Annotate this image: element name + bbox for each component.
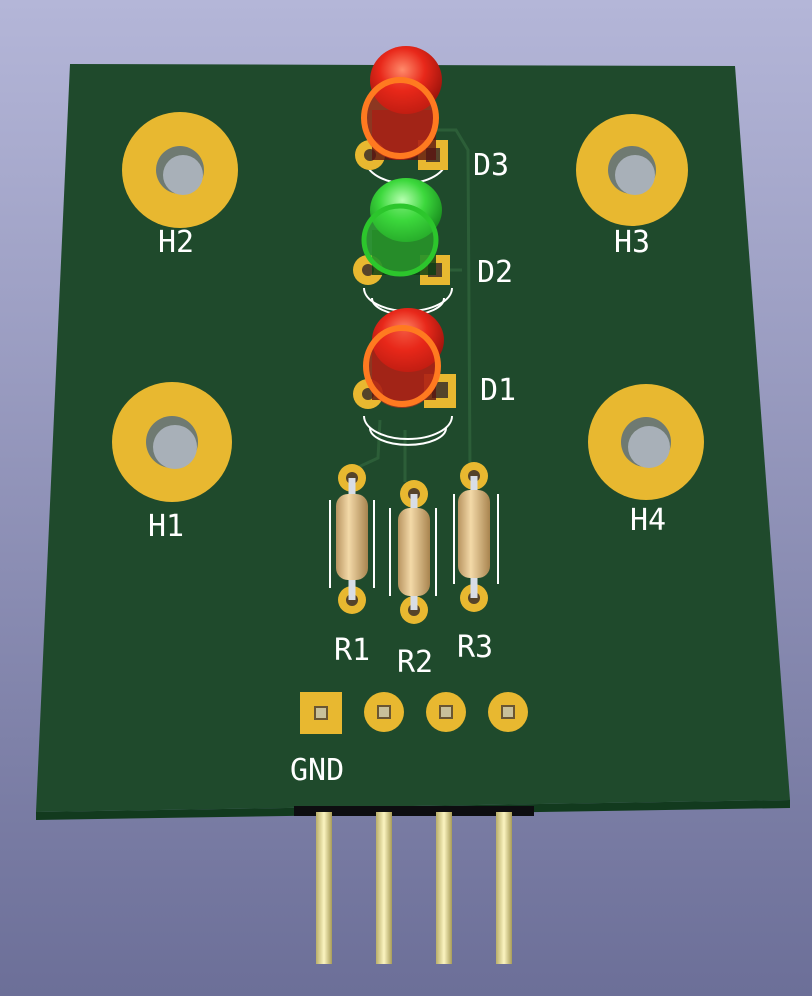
led-d1: D1 [353, 308, 516, 446]
led-d2: D2 [353, 178, 513, 316]
mounting-hole-h4-ref: H4 [630, 503, 666, 538]
resistor-r2: R2 [389, 480, 437, 680]
mounting-hole-h2 [122, 112, 238, 228]
led-d1-ref: D1 [480, 373, 516, 408]
resistor-r1-ref: R1 [334, 633, 370, 668]
mounting-hole-h4 [588, 384, 704, 500]
header-pin-4 [496, 812, 512, 964]
header-pin-1 [316, 812, 332, 964]
led-d3: D3 [355, 46, 509, 185]
resistor-r3: R3 [453, 462, 499, 665]
header-pin-3 [436, 812, 452, 964]
mounting-hole-h1-ref: H1 [148, 509, 184, 544]
resistor-r2-ref: R2 [397, 645, 433, 680]
header-pad-3 [426, 692, 466, 732]
header-pads: GND [290, 692, 528, 788]
header-pin1-label: GND [290, 753, 344, 788]
pin-header [294, 806, 534, 964]
mounting-hole-h1 [112, 382, 232, 502]
header-pin-2 [376, 812, 392, 964]
resistor-r1: R1 [329, 464, 375, 668]
mounting-hole-h3 [576, 114, 688, 226]
mounting-hole-h2-ref: H2 [158, 225, 194, 260]
header-pad-2 [364, 692, 404, 732]
led-d3-ref: D3 [473, 148, 509, 183]
led-d2-ref: D2 [477, 255, 513, 290]
mounting-hole-h3-ref: H3 [614, 225, 650, 260]
header-pad-4 [488, 692, 528, 732]
resistor-r3-ref: R3 [457, 630, 493, 665]
